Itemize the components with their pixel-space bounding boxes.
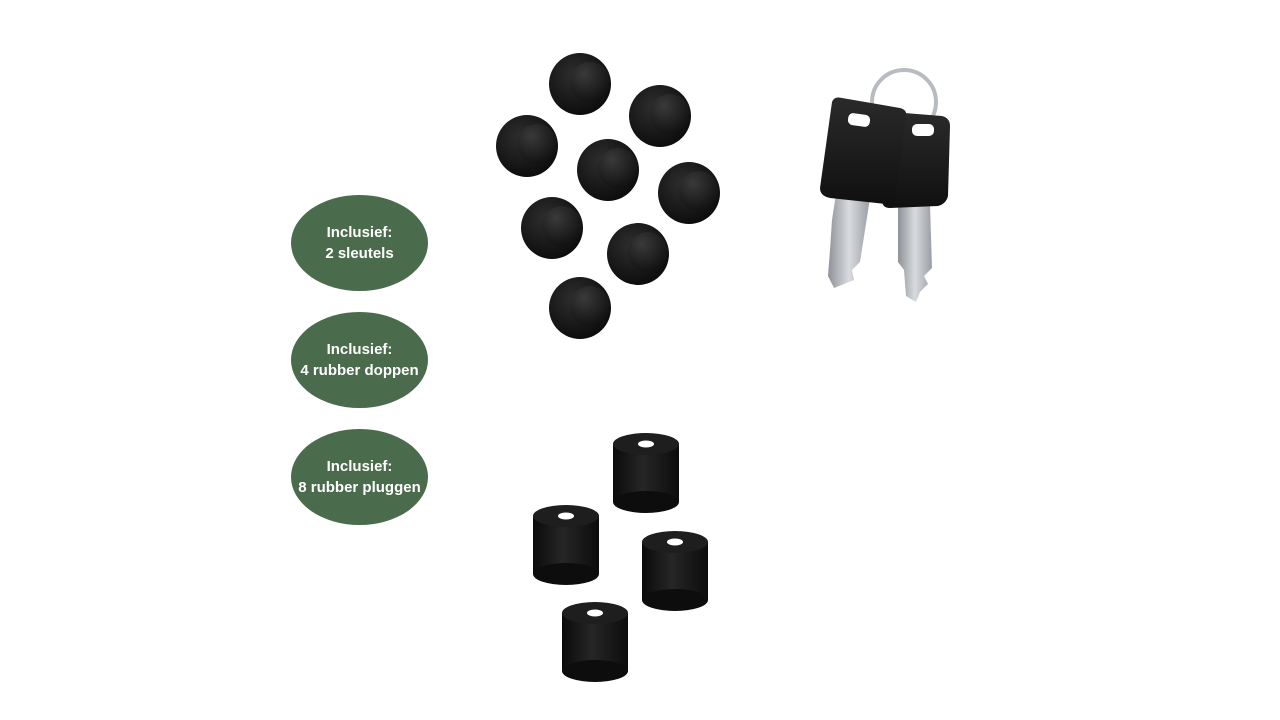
key-icon	[820, 97, 907, 288]
rubber-plug-icon	[549, 53, 611, 115]
rubber-cap-icon	[533, 505, 599, 585]
badge-4-rubber-caps: Inclusief: 4 rubber doppen	[291, 312, 428, 408]
badge-title: Inclusief:	[326, 341, 393, 358]
rubber-plug-icon	[607, 223, 669, 285]
badge-label: 2 sleutels	[325, 245, 394, 262]
badge-8-rubber-plugs: Inclusief: 8 rubber pluggen	[291, 429, 428, 525]
rubber-plug-icon	[549, 277, 611, 339]
rubber-plug-icon	[658, 162, 720, 224]
badge-label: 8 rubber pluggen	[298, 479, 421, 496]
rubber-plug-icon	[521, 197, 583, 259]
rubber-cap-icon	[613, 433, 679, 513]
badge-2-keys: Inclusief: 2 sleutels	[291, 195, 428, 291]
rubber-cap-icon	[562, 602, 628, 682]
rubber-cap-icon	[642, 531, 708, 611]
rubber-plug-icon	[496, 115, 558, 177]
rubber-plugs-group	[496, 53, 720, 339]
badge-title: Inclusief:	[326, 224, 393, 241]
keys-group	[820, 68, 950, 302]
rubber-plug-icon	[577, 139, 639, 201]
rubber-caps-group	[533, 433, 708, 682]
badge-title: Inclusief:	[326, 458, 393, 475]
badge-label: 4 rubber doppen	[300, 362, 419, 379]
rubber-plug-icon	[629, 85, 691, 147]
